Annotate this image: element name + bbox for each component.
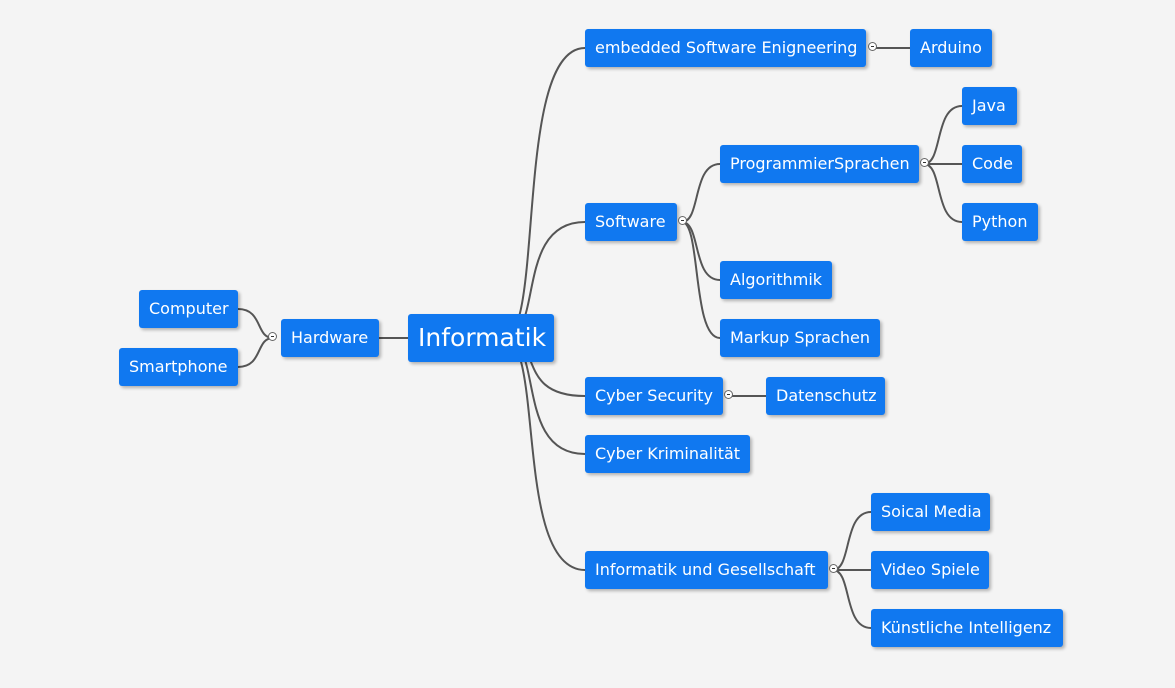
collapse-toggle-hardware[interactable] bbox=[268, 332, 277, 341]
node-smartphone[interactable]: Smartphone bbox=[119, 348, 238, 386]
node-arduino[interactable]: Arduino bbox=[910, 29, 992, 67]
node-python[interactable]: Python bbox=[962, 203, 1038, 241]
collapse-toggle-embedded[interactable] bbox=[868, 42, 877, 51]
collapse-toggle-cyber-security[interactable] bbox=[724, 390, 733, 399]
connector-software-programmier bbox=[681, 163, 721, 223]
connector-programmier-python bbox=[923, 163, 963, 223]
node-informatik-und-gesellschaft[interactable]: Informatik und Gesellschaft bbox=[585, 551, 828, 589]
node-video-spiele[interactable]: Video Spiele bbox=[871, 551, 989, 589]
collapse-toggle-software[interactable] bbox=[678, 216, 687, 225]
connector-hardware-smartphone bbox=[237, 337, 274, 368]
connector-gesellschaft-social bbox=[832, 511, 872, 571]
node-java[interactable]: Java bbox=[962, 87, 1017, 125]
connector-software-markup bbox=[681, 221, 721, 339]
connector-programmier-java bbox=[923, 105, 963, 165]
node-cyber-security[interactable]: Cyber Security bbox=[585, 377, 723, 415]
node-markup-sprachen[interactable]: Markup Sprachen bbox=[720, 319, 880, 357]
node-kuenstliche-intelligenz[interactable]: Künstliche Intelligenz bbox=[871, 609, 1063, 647]
node-datenschutz[interactable]: Datenschutz bbox=[766, 377, 885, 415]
node-code[interactable]: Code bbox=[962, 145, 1022, 183]
node-embedded-software-engineering[interactable]: embedded Software Enigneering bbox=[585, 29, 866, 67]
connector-gesellschaft-ki bbox=[832, 569, 872, 629]
collapse-toggle-programmiersprachen[interactable] bbox=[920, 158, 929, 167]
collapse-toggle-gesellschaft[interactable] bbox=[829, 564, 838, 573]
connector-informatik-embedded bbox=[503, 47, 586, 339]
node-hardware[interactable]: Hardware bbox=[281, 319, 379, 357]
node-cyber-kriminalitaet[interactable]: Cyber Kriminalität bbox=[585, 435, 750, 473]
node-algorithmik[interactable]: Algorithmik bbox=[720, 261, 832, 299]
connector-informatik-gesellschaft bbox=[503, 337, 586, 571]
node-social-media[interactable]: Soical Media bbox=[871, 493, 990, 531]
connector-software-algorithmik bbox=[681, 221, 721, 281]
node-software[interactable]: Software bbox=[585, 203, 677, 241]
root-node-informatik[interactable]: Informatik bbox=[408, 314, 554, 362]
node-computer[interactable]: Computer bbox=[139, 290, 238, 328]
node-programmiersprachen[interactable]: ProgrammierSprachen bbox=[720, 145, 919, 183]
